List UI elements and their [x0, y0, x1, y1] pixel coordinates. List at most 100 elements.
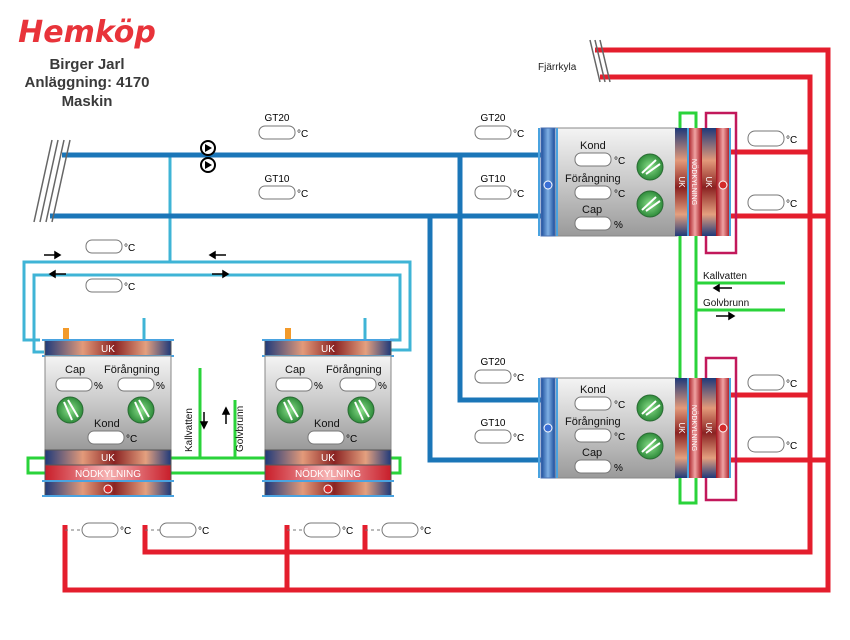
upper-kond-readout	[574, 152, 612, 167]
uk-label: UK	[101, 344, 115, 355]
cap-label: Cap	[285, 364, 305, 376]
unit-celsius: °C	[786, 135, 797, 146]
cap-label: Cap	[582, 204, 602, 216]
mid-forangning-readout	[339, 377, 377, 392]
forangning-label: Förångning	[565, 173, 621, 185]
unit-percent: %	[314, 381, 323, 392]
loop-top-readout	[85, 239, 123, 254]
unit-celsius: °C	[346, 434, 357, 445]
unit-celsius: °C	[297, 189, 308, 200]
uk-label: UK	[704, 422, 713, 434]
middle-cooling-unit: UK UK NÖDKYLNING Cap % Förångning % Kond…	[262, 328, 394, 497]
pump-icon[interactable]	[200, 140, 216, 156]
kond-label: Kond	[94, 418, 120, 430]
unit-celsius: °C	[513, 433, 524, 444]
upper-red-readout-1	[747, 130, 785, 147]
cap-label: Cap	[582, 447, 602, 459]
left-forangning-readout	[117, 377, 155, 392]
upper-gt10-readout	[474, 185, 512, 200]
water-pipes	[26, 111, 785, 505]
kond-label: Kond	[580, 140, 606, 152]
lower-cap-readout	[574, 459, 612, 474]
bottom-readout-2	[159, 522, 197, 538]
kond-label: Kond	[314, 418, 340, 430]
unit-celsius: °C	[614, 432, 625, 443]
kallvatten-label: Kallvatten	[703, 271, 747, 282]
upper-cap-readout	[574, 216, 612, 231]
kond-label: Kond	[580, 384, 606, 396]
unit-percent: %	[614, 463, 623, 474]
loop-bottom-readout	[85, 278, 123, 293]
golvbrunn-label: Golvbrunn	[235, 406, 246, 452]
lower-cooling-unit: UK NÖDKYLNING UK Kond °C Förångning °C C…	[538, 377, 731, 479]
fan-icon[interactable]	[347, 396, 375, 424]
fan-icon[interactable]	[636, 190, 664, 218]
bottom-readout-4	[381, 522, 419, 538]
mid-kond-readout	[307, 430, 345, 445]
gt20-label: GT20	[480, 357, 505, 368]
fan-icon[interactable]	[127, 396, 155, 424]
page-title: Maskin	[62, 93, 113, 110]
fan-icon[interactable]	[56, 396, 84, 424]
left-cap-readout	[55, 377, 93, 392]
unit-percent: %	[156, 381, 165, 392]
unit-celsius: °C	[342, 526, 353, 537]
forangning-label: Förångning	[104, 364, 160, 376]
main-pipes	[50, 152, 545, 463]
unit-celsius: °C	[120, 526, 131, 537]
unit-celsius: °C	[786, 199, 797, 210]
lower-forangning-readout	[574, 428, 612, 443]
unit-celsius: °C	[614, 189, 625, 200]
loop-pipes	[22, 155, 412, 354]
pipe-break-left	[33, 139, 71, 223]
unit-percent: %	[614, 220, 623, 231]
unit-celsius: °C	[124, 243, 135, 254]
unit-celsius: °C	[198, 526, 209, 537]
unit-celsius: °C	[786, 379, 797, 390]
uk-label: UK	[677, 422, 686, 434]
unit-percent: %	[378, 381, 387, 392]
nodkylning-label: NÖDKYLNING	[295, 468, 361, 480]
unit-celsius: °C	[126, 434, 137, 445]
fan-icon[interactable]	[636, 394, 664, 422]
uk-label: UK	[321, 344, 335, 355]
pump-icon[interactable]	[200, 157, 216, 173]
unit-celsius: °C	[786, 441, 797, 452]
uk-label: UK	[704, 176, 713, 188]
left-kond-readout	[87, 430, 125, 445]
uk-label: UK	[321, 453, 335, 464]
fan-icon[interactable]	[636, 432, 664, 460]
unit-celsius: °C	[614, 400, 625, 411]
kallvatten-label: Kallvatten	[184, 408, 195, 452]
uk-label: UK	[101, 453, 115, 464]
bottom-readout-3	[303, 522, 341, 538]
lower-gt20-readout	[474, 369, 512, 384]
main-gt10-readout	[258, 185, 296, 200]
nodkylning-label: NÖDKYLNING	[690, 405, 698, 451]
facility-id: Anläggning: 4170	[24, 74, 149, 91]
forangning-label: Förångning	[565, 416, 621, 428]
pipe-break-fjarrkyla	[589, 39, 611, 83]
lower-red-readout-2	[747, 436, 785, 453]
upper-forangning-readout	[574, 185, 612, 200]
cap-label: Cap	[65, 364, 85, 376]
unit-celsius: °C	[420, 526, 431, 537]
golvbrunn-label: Golvbrunn	[703, 298, 749, 309]
district-cooling-pipes	[62, 47, 831, 593]
gt10-label: GT10	[264, 174, 289, 185]
fjarrkyla-label: Fjärrkyla	[538, 62, 577, 73]
gt10-label: GT10	[480, 418, 505, 429]
unit-celsius: °C	[614, 156, 625, 167]
unit-celsius: °C	[297, 129, 308, 140]
fan-icon[interactable]	[276, 396, 304, 424]
main-gt20-readout	[258, 125, 296, 140]
hemkop-logo: Hemköp	[18, 15, 156, 50]
gt20-label: GT20	[480, 113, 505, 124]
gt10-label: GT10	[480, 174, 505, 185]
lower-red-readout-1	[747, 374, 785, 391]
site-name: Birger Jarl	[49, 56, 124, 73]
fan-icon[interactable]	[636, 153, 664, 181]
upper-gt20-readout	[474, 125, 512, 140]
upper-red-readout-2	[747, 194, 785, 211]
